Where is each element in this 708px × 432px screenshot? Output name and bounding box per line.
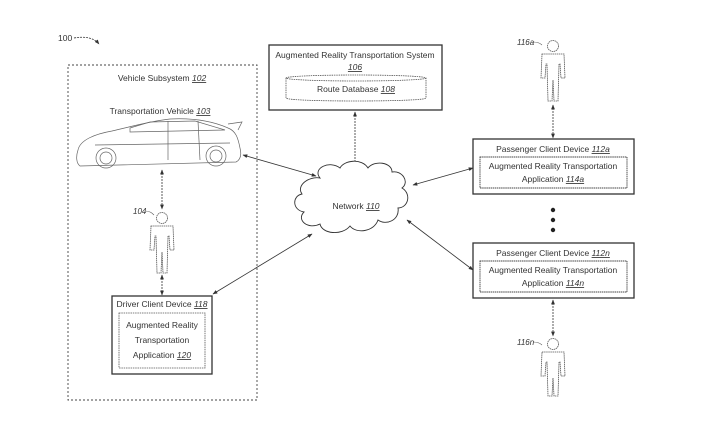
vehicle-subsystem-label: Vehicle Subsystem: [118, 73, 192, 83]
ellipsis-icon: [550, 207, 556, 233]
route-database-ref: 108: [381, 84, 395, 94]
svg-text:Transportation Vehicle 103: Transportation Vehicle 103: [110, 106, 211, 116]
driver-app-box: [118, 312, 206, 369]
passenger-a-ref: 116a: [517, 38, 535, 47]
driver-device-network-connector: [212, 233, 313, 295]
network-label: Network: [332, 201, 366, 211]
passenger-device-n-ref: 112n: [592, 248, 611, 258]
passenger-app-n-line1: Augmented Reality Transportation: [489, 265, 618, 275]
person-icon: [149, 212, 175, 274]
passenger-a: 116a: [517, 38, 566, 102]
svg-text:Route Database 108: Route Database 108: [317, 84, 395, 94]
vehicle-network-connector: [242, 154, 317, 177]
driver-app-line1: Augmented Reality: [126, 320, 199, 330]
passenger-app-a-ref: 114a: [566, 174, 585, 184]
svg-text:100: 100: [58, 33, 72, 43]
car-icon: [76, 118, 243, 169]
database-icon: [285, 74, 427, 102]
person-icon: [540, 338, 566, 397]
ar-system-label: Augmented Reality Transportation System: [275, 50, 434, 60]
cloud-icon: [294, 160, 409, 233]
driver: 104: [133, 207, 175, 274]
passenger-n: 116n: [517, 338, 566, 397]
svg-text:Application 114a: Application 114a: [522, 174, 585, 184]
svg-text:Application 120: Application 120: [133, 350, 191, 360]
network-ref: 110: [366, 201, 380, 211]
passenger-device-n-label: Passenger Client Device: [496, 248, 591, 258]
driver-client-device: Driver Client Device 118 Augmented Reali…: [111, 295, 213, 375]
ar-transportation-system: Augmented Reality Transportation System …: [268, 44, 443, 111]
passenger-client-device-n: Passenger Client Device 112n Augmented R…: [472, 242, 635, 299]
figure-ref-arrow: [73, 36, 100, 45]
network-passenger-a-connector: [412, 167, 474, 186]
network-passenger-n-connector: [406, 219, 474, 271]
passenger-app-n-line2: Application: [522, 278, 566, 288]
passenger-app-a-line1: Augmented Reality Transportation: [489, 161, 618, 171]
passenger-app-n-ref: 114n: [566, 278, 585, 288]
svg-text:Passenger Client Device 112n: Passenger Client Device 112n: [496, 248, 610, 258]
network: Network 110: [294, 160, 409, 233]
ar-system-ref: 106: [348, 62, 362, 72]
passenger-device-a-ref: 112a: [592, 144, 611, 154]
driver-app-line3: Application: [133, 350, 177, 360]
figure-ref-100: 100: [58, 33, 100, 45]
vehicle-subsystem-ref: 102: [192, 73, 206, 83]
vehicle-subsystem-boundary: [67, 64, 258, 401]
driver-device-ref: 118: [194, 299, 208, 309]
person-icon: [540, 40, 566, 102]
svg-text:Passenger Client Device 112a: Passenger Client Device 112a: [496, 144, 610, 154]
passenger-app-a-box: [479, 156, 628, 189]
driver-device-label: Driver Client Device: [116, 299, 193, 309]
svg-text:Driver Client Device 118: Driver Client Device 118: [116, 299, 207, 309]
passenger-app-n-box: [479, 260, 628, 293]
svg-text:Network 110: Network 110: [332, 201, 379, 211]
passenger-n-ref: 116n: [517, 338, 535, 347]
svg-text:Vehicle Subsystem 102: Vehicle Subsystem 102: [118, 73, 207, 83]
route-database-label: Route Database: [317, 84, 381, 94]
passenger-client-device-a: Passenger Client Device 112a Augmented R…: [472, 138, 635, 195]
vehicle-subsystem: Vehicle Subsystem 102: [67, 64, 258, 401]
driver-app-line2: Transportation: [135, 335, 190, 345]
transportation-vehicle: Transportation Vehicle 103: [76, 106, 243, 169]
vehicle-ref: 103: [196, 106, 210, 116]
vehicle-label: Transportation Vehicle: [110, 106, 197, 116]
driver-ref: 104: [133, 207, 147, 216]
driver-app-ref: 120: [177, 350, 191, 360]
passenger-device-a-label: Passenger Client Device: [496, 144, 591, 154]
passenger-app-a-line2: Application: [522, 174, 566, 184]
svg-text:Application 114n: Application 114n: [522, 278, 585, 288]
